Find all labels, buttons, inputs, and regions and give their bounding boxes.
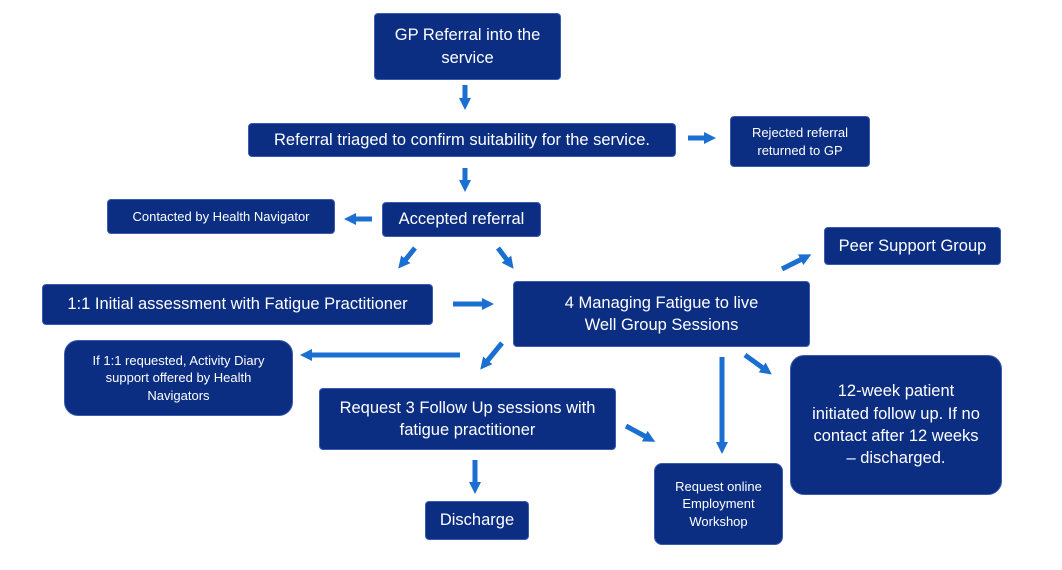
node-employment-workshop-label: Request online Employment Workshop [675,478,762,529]
node-triage-label: Referral triaged to confirm suitability … [274,130,650,149]
node-follow-up-request-label: Request 3 Follow Up sessions with fatigu… [339,398,596,439]
node-contacted-label: Contacted by Health Navigator [132,208,310,224]
node-discharge-label: Discharge [439,511,515,530]
arrow-group-to-follow-up [480,341,504,370]
node-employment-workshop: Request online Employment Workshop [654,463,783,545]
arrow-accepted-to-initial-assessment [398,246,417,269]
node-rejected-label: Rejected referral returned to GP [751,124,849,158]
node-group-sessions-label: 4 Managing Fatigue to live Well Group Se… [564,293,759,334]
node-discharge: Discharge [425,501,529,540]
arrow-accepted-to-group-sessions [496,246,514,269]
node-gp-referral-label: GP Referral into the service [394,26,541,67]
node-initial-assessment-label: 1:1 Initial assessment with Fatigue Prac… [67,295,408,314]
node-activity-diary: If 1:1 requested, Activity Diary support… [64,340,293,416]
node-group-sessions: 4 Managing Fatigue to live Well Group Se… [513,281,810,347]
node-gp-referral: GP Referral into the service [374,13,561,80]
node-twelve-week-label: 12-week patient initiated follow up. If … [812,382,980,468]
node-accepted: Accepted referral [382,202,541,237]
node-contacted: Contacted by Health Navigator [107,199,335,234]
node-initial-assessment: 1:1 Initial assessment with Fatigue Prac… [42,284,433,325]
node-twelve-week: 12-week patient initiated follow up. If … [790,355,1002,495]
node-activity-diary-label: If 1:1 requested, Activity Diary support… [92,352,265,403]
node-peer-support-label: Peer Support Group [838,236,987,255]
arrow-group-to-twelve-week [743,352,772,375]
node-follow-up-request: Request 3 Follow Up sessions with fatigu… [319,388,616,450]
node-rejected: Rejected referral returned to GP [730,116,870,167]
node-accepted-label: Accepted referral [398,210,525,229]
node-peer-support: Peer Support Group [824,227,1001,265]
node-triage: Referral triaged to confirm suitability … [248,123,676,157]
arrow-group-to-peer-support [780,254,812,272]
arrow-follow-up-to-employment [624,423,656,442]
